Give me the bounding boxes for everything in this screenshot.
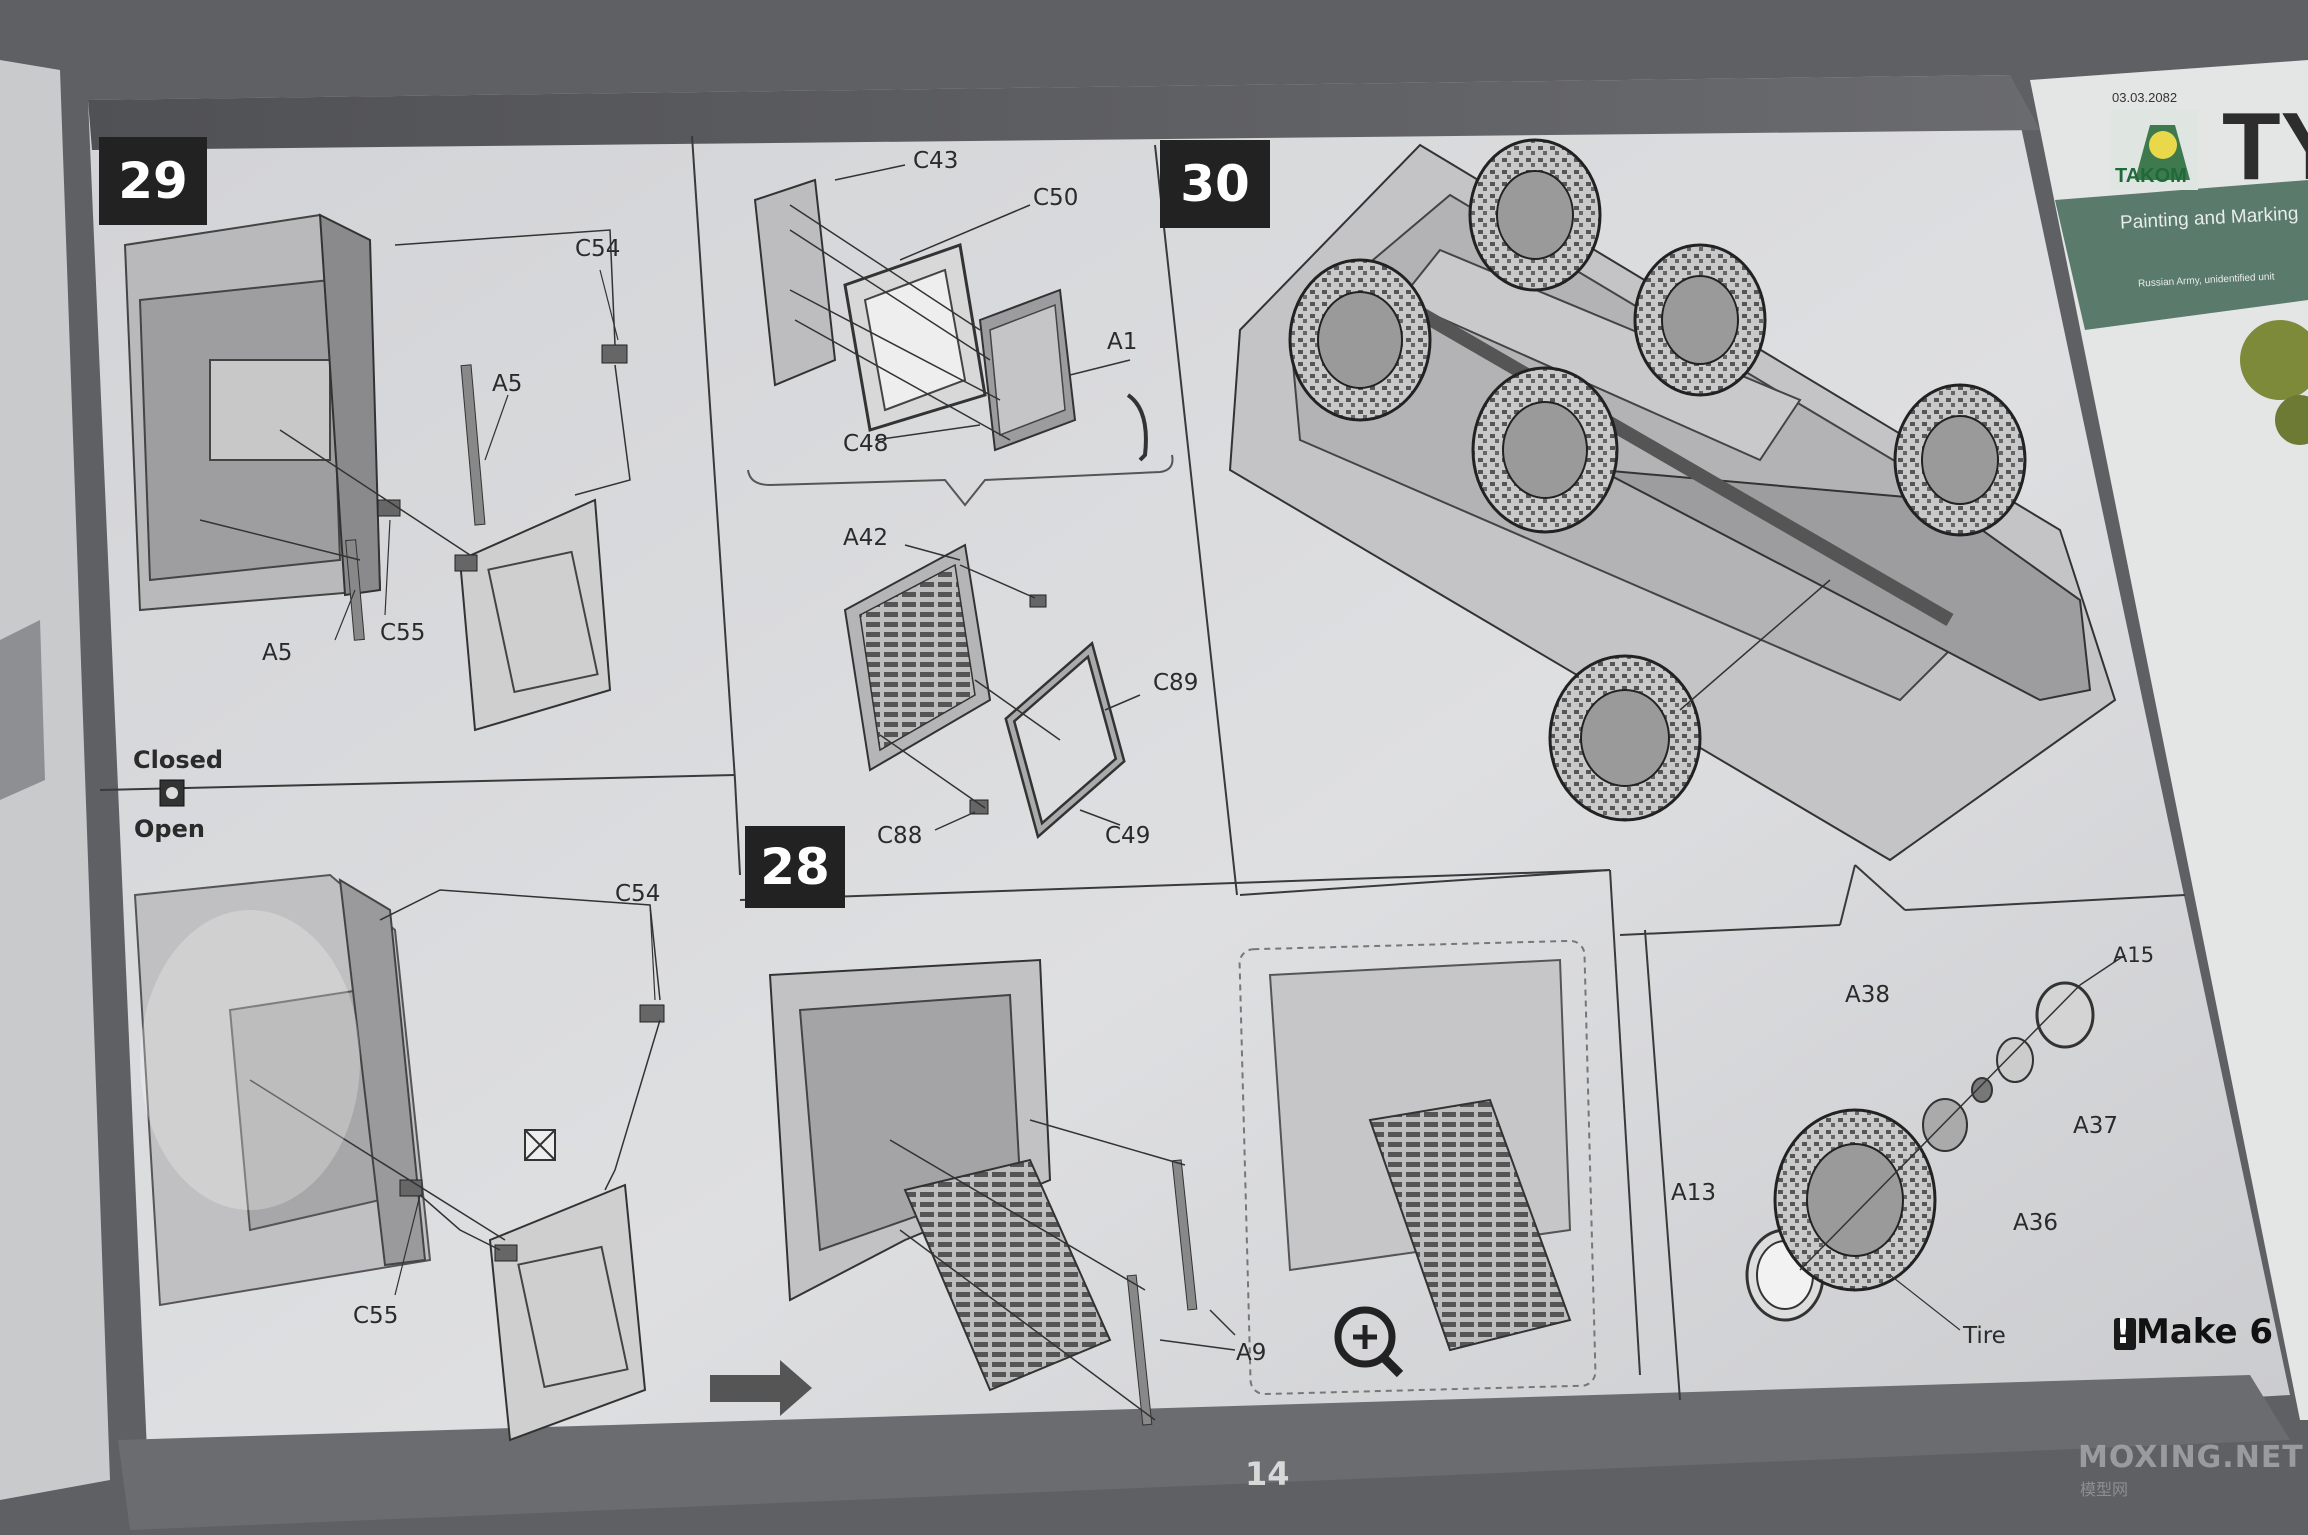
step28-rear-ramp — [710, 958, 1236, 1426]
step-number-28: 28 — [745, 826, 845, 908]
wheel-exploded — [1745, 954, 2126, 1331]
vehicle-wheels — [1288, 138, 2027, 822]
part-label-c89: C89 — [1153, 670, 1199, 696]
part-label-a15: A15 — [2113, 943, 2155, 967]
part-label-a37: A37 — [2073, 1113, 2119, 1139]
part-label-a5-lower: A5 — [262, 640, 293, 666]
part-label-c50: C50 — [1033, 185, 1079, 211]
part-label-a36: A36 — [2013, 1210, 2059, 1236]
part-label-c49: C49 — [1105, 823, 1151, 849]
state-label-closed: Closed — [133, 746, 224, 774]
step-number-29: 29 — [99, 137, 207, 225]
step30-vehicle-underside — [1228, 138, 2117, 862]
make6-text: Make 6 — [2136, 1312, 2274, 1352]
step29-lower-assembly — [133, 873, 665, 1442]
watermark-sub: 模型网 — [2080, 1480, 2129, 1499]
make6-badge: !Make 6 — [2110, 1312, 2273, 1352]
header-band — [88, 75, 2040, 150]
footer-band — [118, 1375, 2290, 1530]
part-label-c55-lower: C55 — [353, 1303, 399, 1329]
part-label-c48: C48 — [843, 431, 889, 457]
step28-door-frame — [753, 164, 1148, 462]
page-number: 14 — [1245, 1455, 1290, 1493]
step28-grid-panel — [843, 543, 1141, 840]
step29-lower-door — [488, 1183, 647, 1442]
right-side-page — [2030, 60, 2308, 1420]
part-label-a38: A38 — [1845, 982, 1891, 1008]
side-page-title-fragment: TY — [2222, 93, 2308, 200]
part-label-c55-upper: C55 — [380, 620, 426, 646]
state-label-open: Open — [134, 815, 205, 843]
part-label-a1: A1 — [1107, 329, 1138, 355]
step29-upper-assembly — [123, 213, 631, 732]
part-label-c54-upper: C54 — [575, 236, 621, 262]
step-number-30: 30 — [1160, 140, 1270, 228]
part-label-tire: Tire — [1963, 1323, 2006, 1349]
make6-logo-mark — [2114, 1318, 2136, 1350]
part-label-a5-upper: A5 — [492, 371, 523, 397]
part-label-c43: C43 — [913, 148, 959, 174]
side-page-brand: TAKOM — [2115, 165, 2187, 187]
magnifier-icon — [1334, 1306, 1396, 1368]
side-page-date: 03.03.2082 — [2112, 90, 2178, 105]
watermark: MOXING.NET — [2078, 1440, 2304, 1475]
next-arrow — [710, 1360, 812, 1416]
part-label-c54-lower: C54 — [615, 881, 661, 907]
part-label-a42: A42 — [843, 525, 889, 551]
part-label-a13: A13 — [1671, 1180, 1717, 1206]
zoom-detail — [1268, 958, 1572, 1378]
part-label-a9: A9 — [1236, 1340, 1267, 1366]
make6-mark: ! — [2115, 1312, 2131, 1352]
left-facing-page — [0, 60, 110, 1500]
part-label-c88: C88 — [877, 823, 923, 849]
